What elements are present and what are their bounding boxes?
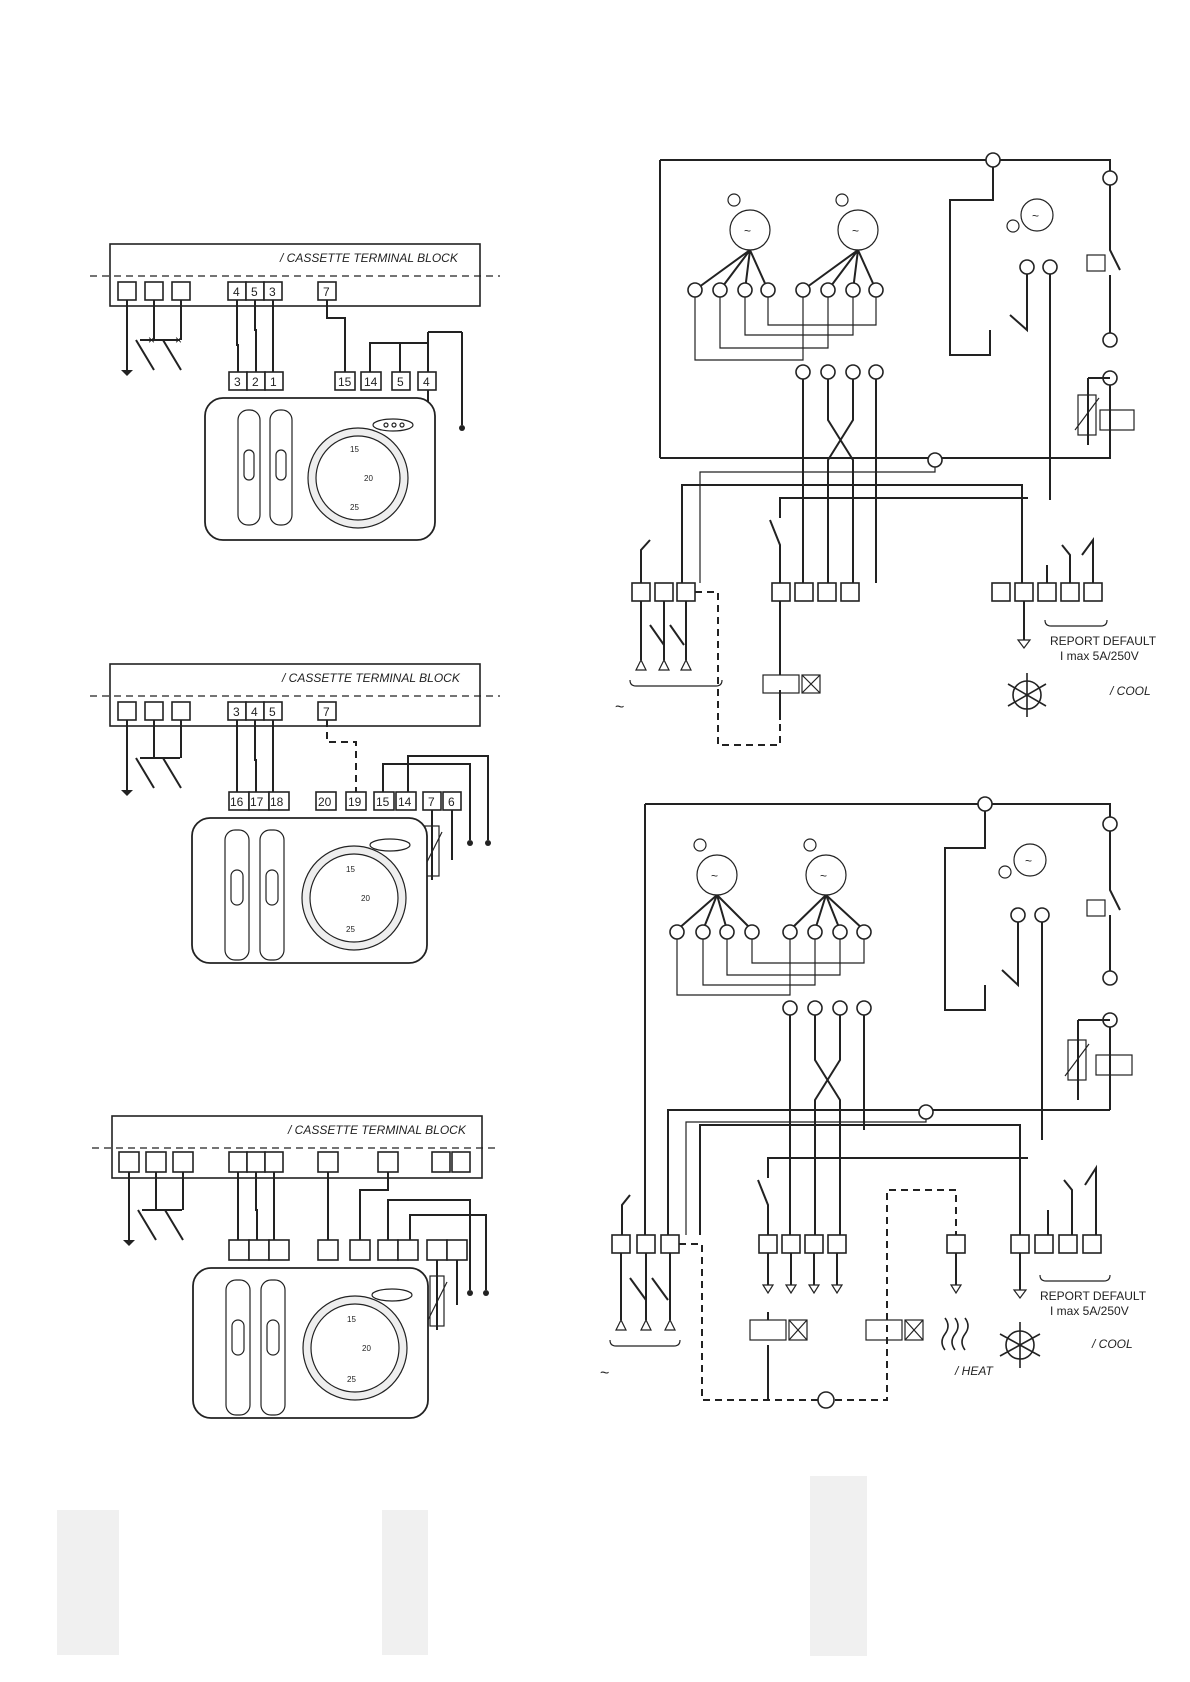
svg-text:×: ×	[148, 333, 155, 347]
svg-text:25: 25	[350, 503, 359, 512]
svg-text:17: 17	[250, 795, 264, 809]
svg-text:/ CASSETTE TERMINAL BLOCK: / CASSETTE TERMINAL BLOCK	[287, 1123, 467, 1137]
svg-text:5: 5	[397, 375, 404, 389]
svg-text:~: ~	[600, 1365, 609, 1382]
svg-text:4: 4	[423, 375, 430, 389]
svg-text:/ CASSETTE TERMINAL BLOCK: / CASSETTE TERMINAL BLOCK	[281, 671, 461, 685]
schematic-cool: ~ ~ ~	[615, 153, 1157, 745]
svg-text:15: 15	[338, 375, 352, 389]
diagram-1: / CASSETTE TERMINAL BLOCK 4 5 3 7 × × 3 2…	[90, 244, 500, 540]
svg-text:5: 5	[251, 285, 258, 299]
svg-text:19: 19	[348, 795, 362, 809]
svg-text:20: 20	[362, 1344, 371, 1353]
heater-icon	[942, 1318, 968, 1350]
svg-text:~: ~	[711, 869, 718, 883]
svg-text:~: ~	[615, 699, 624, 716]
svg-text:7: 7	[323, 705, 330, 719]
svg-text:~: ~	[1025, 854, 1032, 868]
svg-text:15: 15	[346, 865, 355, 874]
svg-text:1: 1	[270, 375, 277, 389]
svg-text:I max 5A/250V: I max 5A/250V	[1050, 1304, 1129, 1318]
report-default-label-2: REPORT DEFAULT	[1040, 1289, 1147, 1303]
grey-panel-right	[810, 1476, 867, 1656]
svg-text:14: 14	[398, 795, 412, 809]
svg-text:2: 2	[252, 375, 259, 389]
svg-text:~: ~	[852, 224, 859, 238]
svg-text:~: ~	[744, 224, 751, 238]
svg-text:4: 4	[251, 705, 258, 719]
svg-text:16: 16	[230, 795, 244, 809]
svg-text:20: 20	[364, 474, 373, 483]
grey-panel-left	[57, 1510, 119, 1655]
svg-text:3: 3	[234, 375, 241, 389]
schematic-cool-heat: ~ ~ ~	[600, 797, 1147, 1408]
svg-text:7: 7	[323, 285, 330, 299]
svg-text:/ COOL: / COOL	[1109, 684, 1151, 698]
svg-text:3: 3	[269, 285, 276, 299]
svg-text:25: 25	[347, 1375, 356, 1384]
snowflake-icon	[1000, 1322, 1040, 1368]
svg-text:25: 25	[346, 925, 355, 934]
svg-text:4: 4	[233, 285, 240, 299]
svg-text:15: 15	[347, 1315, 356, 1324]
svg-text:6: 6	[448, 795, 455, 809]
terminal-block-label-1: / CASSETTE TERMINAL BLOCK	[279, 251, 459, 265]
svg-text:3: 3	[233, 705, 240, 719]
svg-text:/ COOL: / COOL	[1091, 1337, 1133, 1351]
svg-text:7: 7	[428, 795, 435, 809]
report-default-label-1: REPORT DEFAULT	[1050, 634, 1157, 648]
svg-text:/ HEAT: / HEAT	[954, 1364, 994, 1378]
diagram-3: / CASSETTE TERMINAL BLOCK	[92, 1116, 500, 1418]
svg-text:~: ~	[1032, 209, 1039, 223]
svg-text:14: 14	[364, 375, 378, 389]
svg-text:20: 20	[361, 894, 370, 903]
svg-text:20: 20	[318, 795, 332, 809]
svg-text:5: 5	[269, 705, 276, 719]
svg-text:15: 15	[350, 445, 359, 454]
svg-text:18: 18	[270, 795, 284, 809]
diagram-2: / CASSETTE TERMINAL BLOCK 3 4 5 7 16 17 …	[90, 664, 500, 963]
grey-panel-middle	[382, 1510, 428, 1655]
svg-text:I max 5A/250V: I max 5A/250V	[1060, 649, 1139, 663]
svg-text:15: 15	[376, 795, 390, 809]
svg-text:×: ×	[175, 333, 182, 347]
svg-text:~: ~	[820, 869, 827, 883]
snowflake-icon	[1008, 673, 1046, 717]
